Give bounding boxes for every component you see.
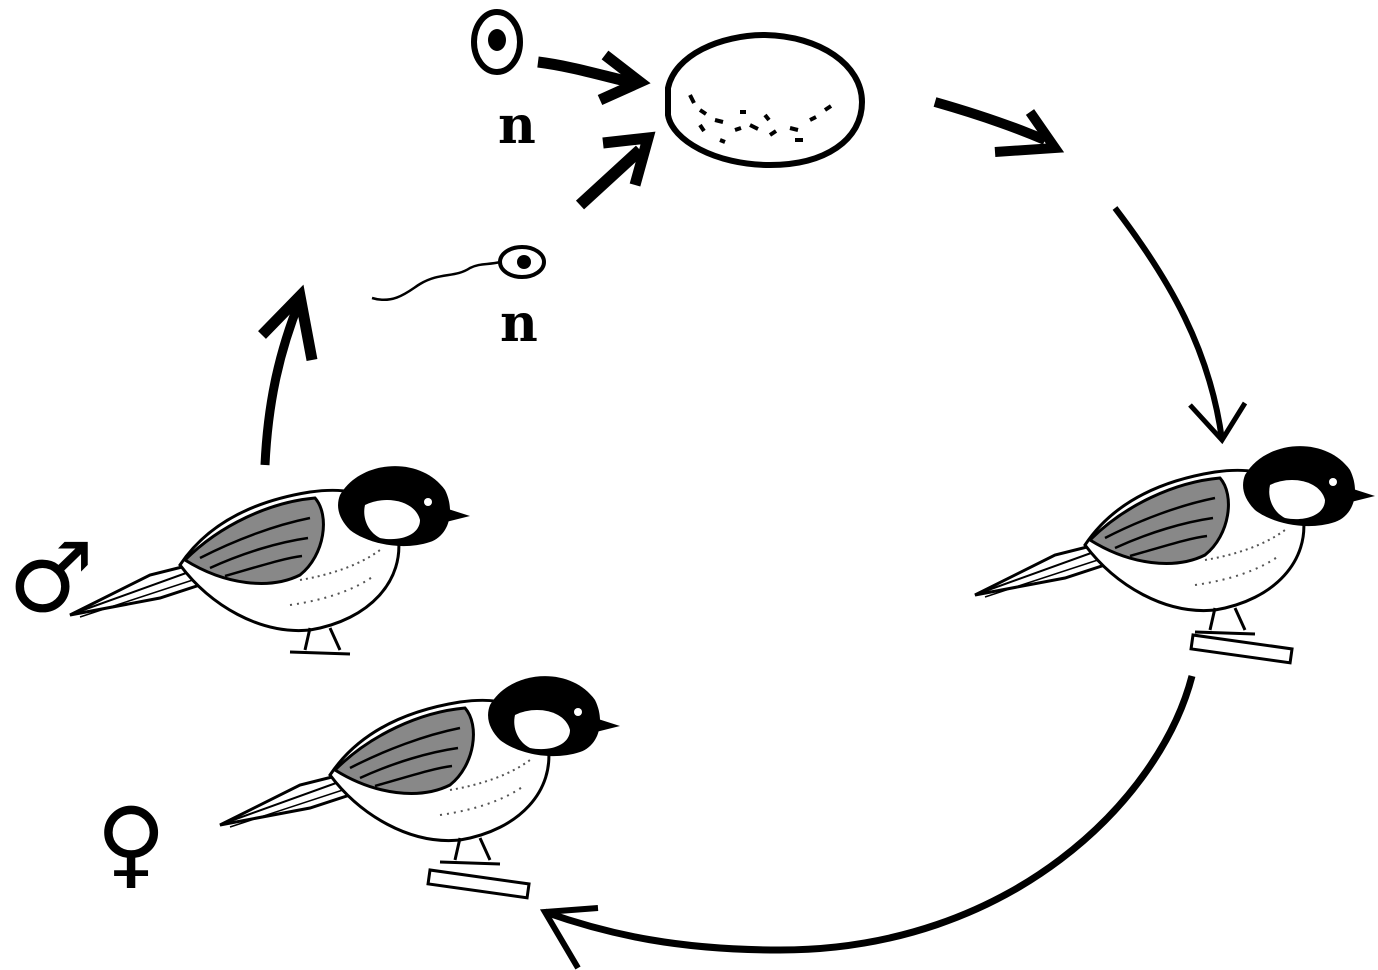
female-bird xyxy=(220,676,620,898)
egg-cell-icon xyxy=(474,12,520,72)
arrow-zygote-out xyxy=(935,102,1055,152)
male-symbol: ♂ xyxy=(8,530,94,626)
arrow-male-to-sperm xyxy=(262,296,312,465)
arrow-sperm-to-zygote xyxy=(580,138,648,205)
sperm-cell-icon xyxy=(372,247,544,300)
female-symbol: ♀ xyxy=(96,795,166,891)
arrow-to-adult-bird xyxy=(1115,208,1245,440)
adult-bird xyxy=(975,446,1375,663)
arrow-egg-to-zygote xyxy=(538,55,640,100)
male-bird xyxy=(70,466,470,654)
arrow-to-female-bird xyxy=(545,676,1192,968)
egg-ploidy-label: n xyxy=(498,100,536,152)
zygote-egg-icon xyxy=(668,35,862,165)
sperm-ploidy-label: n xyxy=(500,298,538,350)
